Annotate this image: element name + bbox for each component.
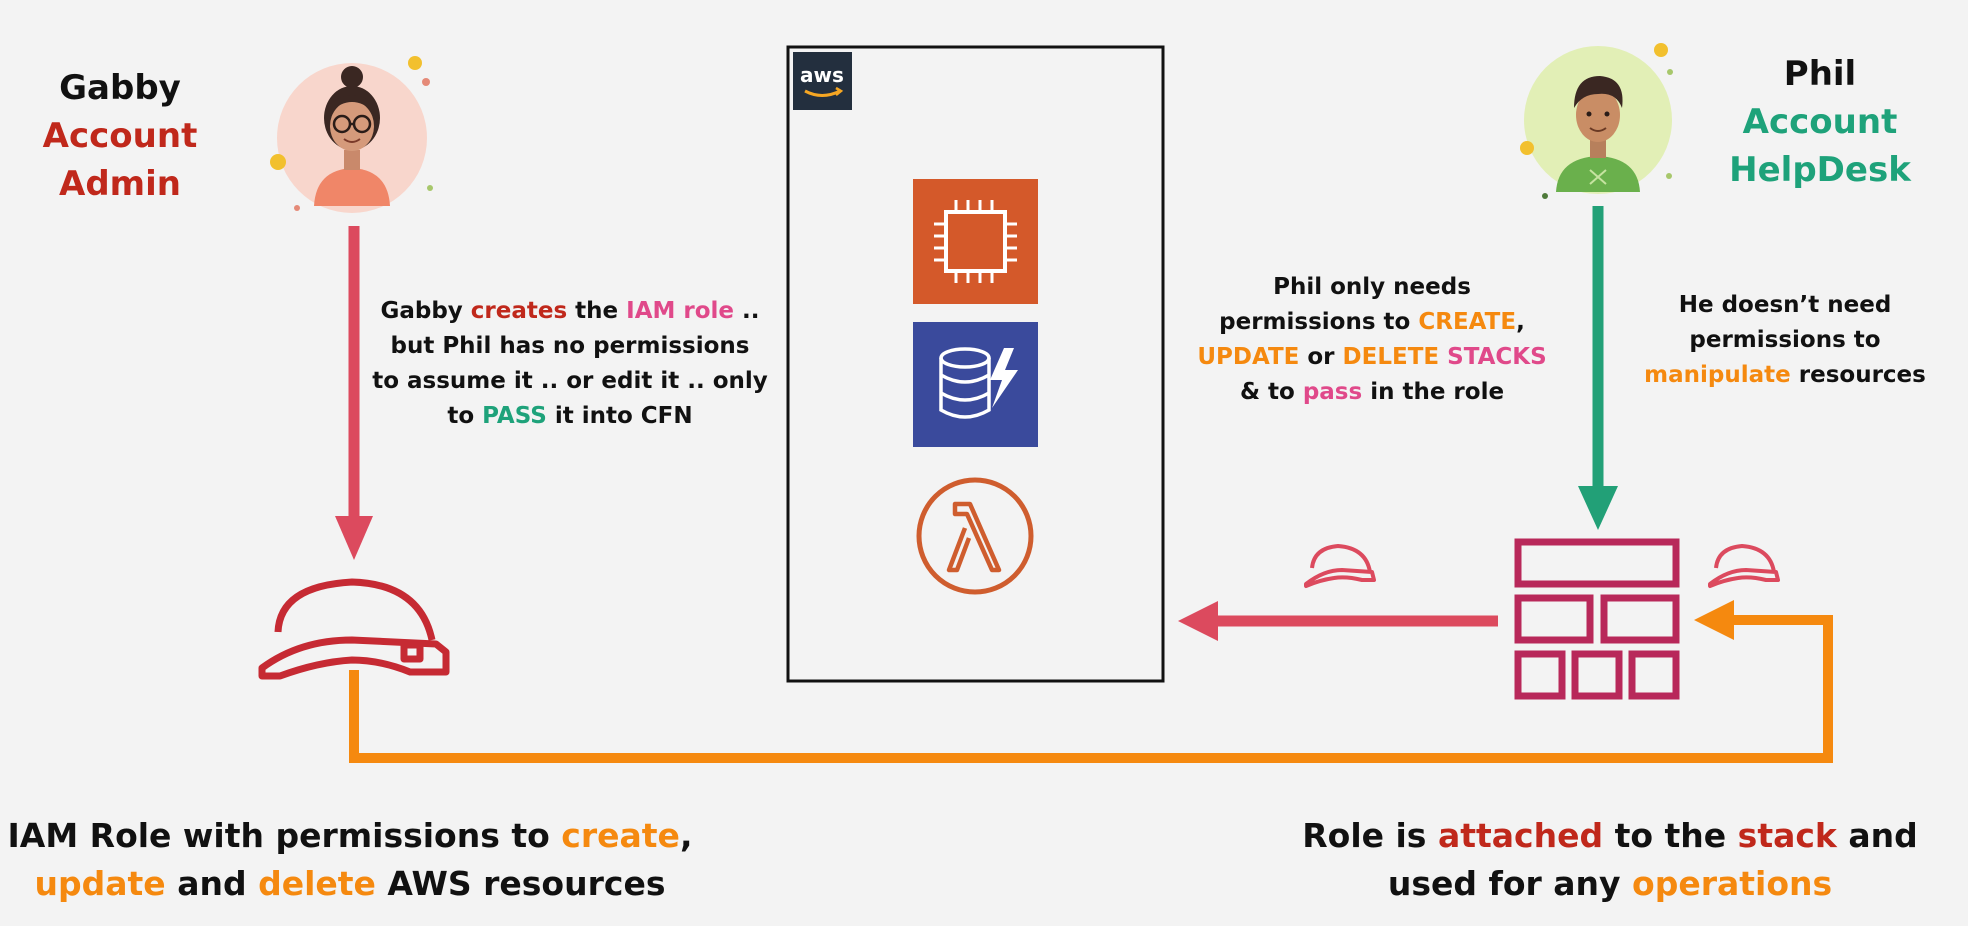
note-resources-text: resources bbox=[1790, 362, 1926, 388]
note-gabby-text: the bbox=[567, 298, 627, 324]
caption-right-text: and bbox=[1836, 816, 1918, 855]
note-phil-text bbox=[1439, 344, 1447, 370]
note-phil-update: UPDATE bbox=[1197, 344, 1300, 370]
note-gabby-text: it into CFN bbox=[546, 403, 693, 429]
caption-left-text: IAM Role with permissions to bbox=[7, 816, 562, 855]
caption-right-text: used for any bbox=[1387, 864, 1633, 903]
phil-name: Phil bbox=[1783, 54, 1857, 94]
gabby-name: Gabby bbox=[59, 68, 181, 108]
note-gabby-text: Gabby bbox=[380, 298, 471, 324]
gabby-role-line2: Admin bbox=[59, 164, 181, 204]
note-gabby-pass: PASS bbox=[482, 403, 547, 429]
aws-cloud-box bbox=[786, 45, 1165, 683]
cloudformation-stack-icon bbox=[1514, 538, 1680, 700]
caption-iam-role: IAM Role with permissions to create, upd… bbox=[0, 812, 700, 908]
note-phil-line1: Phil only needs bbox=[1273, 274, 1471, 300]
note-gabby-creates-role: Gabby creates the IAM role .. but Phil h… bbox=[370, 294, 770, 434]
phil-avatar bbox=[1520, 43, 1673, 199]
note-gabby-text: to bbox=[447, 403, 483, 429]
caption-left-text: AWS resources bbox=[375, 864, 666, 903]
caption-right-attached: attached bbox=[1437, 816, 1604, 855]
note-phil-permissions: Phil only needs permissions to CREATE, U… bbox=[1182, 270, 1562, 410]
note-phil-text: permissions to bbox=[1219, 309, 1419, 335]
caption-left-text: and bbox=[165, 864, 259, 903]
caption-left-create: create bbox=[561, 816, 680, 855]
note-phil-text: & to bbox=[1239, 379, 1303, 405]
caption-left-text: , bbox=[679, 816, 693, 855]
note-phil-pass: pass bbox=[1302, 379, 1363, 405]
dynamodb-icon bbox=[913, 322, 1038, 447]
note-phil-text: in the role bbox=[1362, 379, 1505, 405]
note-resources-manipulate: manipulate bbox=[1644, 362, 1791, 388]
aws-logo-text: aws bbox=[800, 63, 844, 87]
note-no-resource-permissions: He doesn’t need permissions to manipulat… bbox=[1622, 288, 1948, 393]
phil-to-stack-arrow bbox=[1578, 206, 1618, 530]
phil-role-line2: HelpDesk bbox=[1729, 150, 1911, 190]
gabby-role-line1: Account bbox=[42, 116, 198, 156]
note-resources-line2: permissions to bbox=[1689, 327, 1881, 353]
note-phil-text: or bbox=[1299, 344, 1343, 370]
note-resources-line1: He doesn’t need bbox=[1678, 292, 1892, 318]
phil-label: Phil Account HelpDesk bbox=[1720, 50, 1920, 194]
caption-right-stack: stack bbox=[1737, 816, 1837, 855]
stack-to-resources-arrow bbox=[1178, 601, 1498, 641]
caption-left-update: update bbox=[34, 864, 166, 903]
role-to-stack-connector bbox=[349, 600, 1833, 763]
note-phil-stacks: STACKS bbox=[1447, 344, 1547, 370]
note-gabby-line3: to assume it .. or edit it .. only bbox=[372, 368, 768, 394]
lambda-icon bbox=[916, 477, 1034, 595]
note-gabby-creates: creates bbox=[470, 298, 568, 324]
caption-right-text: Role is bbox=[1302, 816, 1438, 855]
note-phil-delete: DELETE bbox=[1342, 344, 1440, 370]
caption-right-text: to the bbox=[1603, 816, 1738, 855]
note-gabby-text: .. bbox=[734, 298, 760, 324]
ec2-icon bbox=[913, 179, 1038, 304]
iam-role-helmet-icon bbox=[258, 578, 450, 680]
role-helmet-small-icon-right bbox=[1708, 544, 1780, 588]
note-gabby-line2: but Phil has no permissions bbox=[390, 333, 750, 359]
caption-role-attached: Role is attached to the stack and used f… bbox=[1270, 812, 1950, 908]
caption-right-operations: operations bbox=[1632, 864, 1833, 903]
phil-role-line1: Account bbox=[1742, 102, 1898, 142]
gabby-avatar bbox=[270, 56, 433, 213]
note-gabby-iam-role: IAM role bbox=[626, 298, 735, 324]
role-helmet-small-icon-left bbox=[1304, 544, 1376, 588]
note-phil-create: CREATE bbox=[1418, 309, 1517, 335]
note-phil-text: , bbox=[1516, 309, 1525, 335]
caption-left-delete: delete bbox=[258, 864, 376, 903]
gabby-to-role-arrow bbox=[335, 226, 373, 560]
gabby-label: Gabby Account Admin bbox=[20, 64, 220, 208]
aws-logo: aws bbox=[793, 52, 852, 110]
